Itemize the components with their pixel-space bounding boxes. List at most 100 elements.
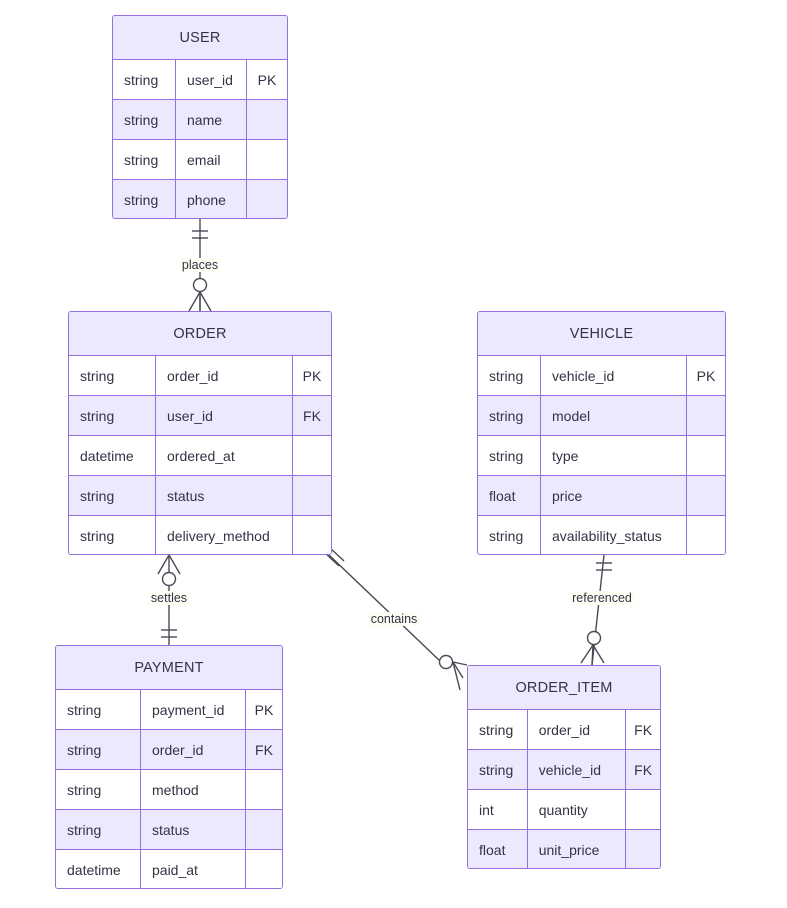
attribute-type: string [56,730,141,769]
attribute-name: paid_at [141,850,246,888]
attribute-name: status [156,476,293,515]
attribute-name: availability_status [541,516,687,554]
attribute-type: string [468,750,528,789]
attribute-type: string [69,476,156,515]
attribute-name: vehicle_id [541,356,687,395]
attribute-key: PK [302,367,322,384]
attribute-name: price [541,476,687,515]
relationship-label-referenced: referenced [570,591,634,605]
attribute-key [246,770,282,809]
attribute-key: FK [634,721,653,738]
attribute-key [687,396,725,435]
attribute-key [246,810,282,849]
attribute-key [687,476,725,515]
entity-title-vehicle: VEHICLE [478,312,725,356]
attribute-type: string [478,396,541,435]
attribute-type: string [113,60,176,99]
attribute-type: string [56,690,141,729]
attribute-key [293,516,331,554]
attribute-name: email [176,140,247,179]
attribute-key [246,850,282,888]
attribute-type: string [113,100,176,139]
attribute-name: user_id [156,396,293,435]
attribute-name: ordered_at [156,436,293,475]
attribute-key: PK [257,71,277,88]
attribute-key [247,140,287,179]
relationship-label-contains: contains [368,612,420,626]
attribute-key [687,516,725,554]
entity-title-order: ORDER [69,312,331,356]
attribute-name: unit_price [528,830,627,868]
attribute-name: status [141,810,246,849]
entity-title-user: USER [113,16,287,60]
attribute-key: FK [255,741,273,758]
attribute-name: payment_id [141,690,246,729]
entity-title-order_item: ORDER_ITEM [468,666,660,710]
attribute-type: string [69,516,156,554]
attribute-key [626,830,660,868]
attribute-type: datetime [69,436,156,475]
attribute-key [626,790,660,829]
attribute-key: PK [696,367,716,384]
entity-title-payment: PAYMENT [56,646,282,690]
attribute-type: string [113,180,176,218]
attribute-name: model [541,396,687,435]
relationship-label-places: places [179,258,221,272]
attribute-name: type [541,436,687,475]
attribute-type: float [468,830,528,868]
attribute-type: string [56,770,141,809]
attribute-name: quantity [528,790,627,829]
attribute-key [293,476,331,515]
attribute-type: string [478,516,541,554]
attribute-type: string [113,140,176,179]
attribute-type: datetime [56,850,141,888]
relationship-label-settles: settles [148,591,190,605]
attribute-key: FK [303,407,321,424]
attribute-name: phone [176,180,247,218]
attribute-name: user_id [176,60,247,99]
attribute-type: int [468,790,528,829]
attribute-name: order_id [141,730,246,769]
attribute-type: string [478,356,541,395]
attribute-type: float [478,476,541,515]
attribute-key [247,180,287,218]
attribute-name: method [141,770,246,809]
attribute-key: FK [634,761,653,778]
attribute-type: string [69,356,156,395]
relationship-referenced [580,554,612,666]
attribute-key [293,436,331,475]
attribute-type: string [69,396,156,435]
attribute-type: string [478,436,541,475]
attribute-name: order_id [528,710,627,749]
attribute-type: string [56,810,141,849]
attribute-name: name [176,100,247,139]
attribute-key [687,436,725,475]
attribute-name: vehicle_id [528,750,627,789]
